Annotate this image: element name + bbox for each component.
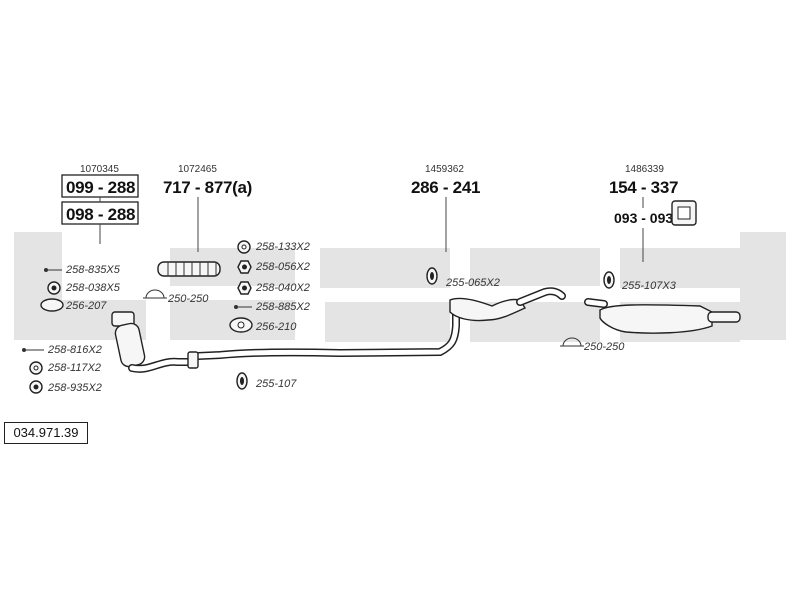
nut-icon xyxy=(237,260,252,274)
code-093-093[interactable]: 093 - 093 xyxy=(614,210,673,226)
part-no-1459362: 1459362 xyxy=(425,164,464,175)
code-255-065X2[interactable]: 255-065X2 xyxy=(445,277,500,289)
clamp-icon xyxy=(560,337,584,347)
code-256-207[interactable]: 256-207 xyxy=(65,300,107,312)
code-258-935X2[interactable]: 258-935X2 xyxy=(47,382,102,394)
bolt-icon xyxy=(44,268,62,272)
code-154-337[interactable]: 154 - 337 xyxy=(609,178,678,197)
code-255-107[interactable]: 255-107 xyxy=(255,378,297,390)
code-098-288[interactable]: 098 - 288 xyxy=(66,205,135,224)
nut-icon xyxy=(237,281,252,295)
exhaust-pipe xyxy=(128,306,460,373)
code-258-040X2[interactable]: 258-040X2 xyxy=(255,282,310,294)
code-258-835X5[interactable]: 258-835X5 xyxy=(65,264,121,276)
part-no-1072465: 1072465 xyxy=(178,164,217,175)
flange-gasket-icon xyxy=(229,317,253,333)
code-255-107X3[interactable]: 255-107X3 xyxy=(621,280,677,292)
code-258-117X2[interactable]: 258-117X2 xyxy=(47,362,101,374)
rubber-ring-icon xyxy=(426,267,438,285)
washer-icon xyxy=(29,361,43,375)
front-pipe xyxy=(157,261,221,277)
bolt-icon xyxy=(234,305,252,309)
bosal-watermark xyxy=(14,232,786,342)
code-258-816X2[interactable]: 258-816X2 xyxy=(47,344,102,356)
clamp-icon xyxy=(143,289,167,299)
code-256-210[interactable]: 256-210 xyxy=(255,321,297,333)
code-250-250-left[interactable]: 250-250 xyxy=(167,293,209,305)
code-258-038X5[interactable]: 258-038X5 xyxy=(65,282,121,294)
rubber-mount-icon xyxy=(671,200,697,226)
code-258-133X2[interactable]: 258-133X2 xyxy=(255,241,310,253)
part-no-1486339: 1486339 xyxy=(625,164,664,175)
code-258-056X2[interactable]: 258-056X2 xyxy=(255,261,310,273)
part-no-1070345: 1070345 xyxy=(80,164,119,175)
bolt-icon xyxy=(22,348,44,352)
code-250-250-right[interactable]: 250-250 xyxy=(583,341,625,353)
code-286-241[interactable]: 286 - 241 xyxy=(411,178,480,197)
rubber-ring-icon xyxy=(603,271,615,289)
gasket-ring-icon xyxy=(40,298,64,312)
nut-icon xyxy=(47,281,61,295)
catalytic-converter xyxy=(111,311,146,368)
middle-muffler xyxy=(449,287,566,322)
nut-icon xyxy=(29,380,43,394)
washer-icon xyxy=(237,240,251,254)
code-717-877a[interactable]: 717 - 877(a) xyxy=(163,178,252,197)
code-258-885X2[interactable]: 258-885X2 xyxy=(255,301,310,313)
document-number: 034.971.39 xyxy=(4,422,88,444)
rear-muffler xyxy=(584,298,741,334)
code-099-288[interactable]: 099 - 288 xyxy=(66,178,135,197)
rubber-ring-icon xyxy=(236,372,248,390)
